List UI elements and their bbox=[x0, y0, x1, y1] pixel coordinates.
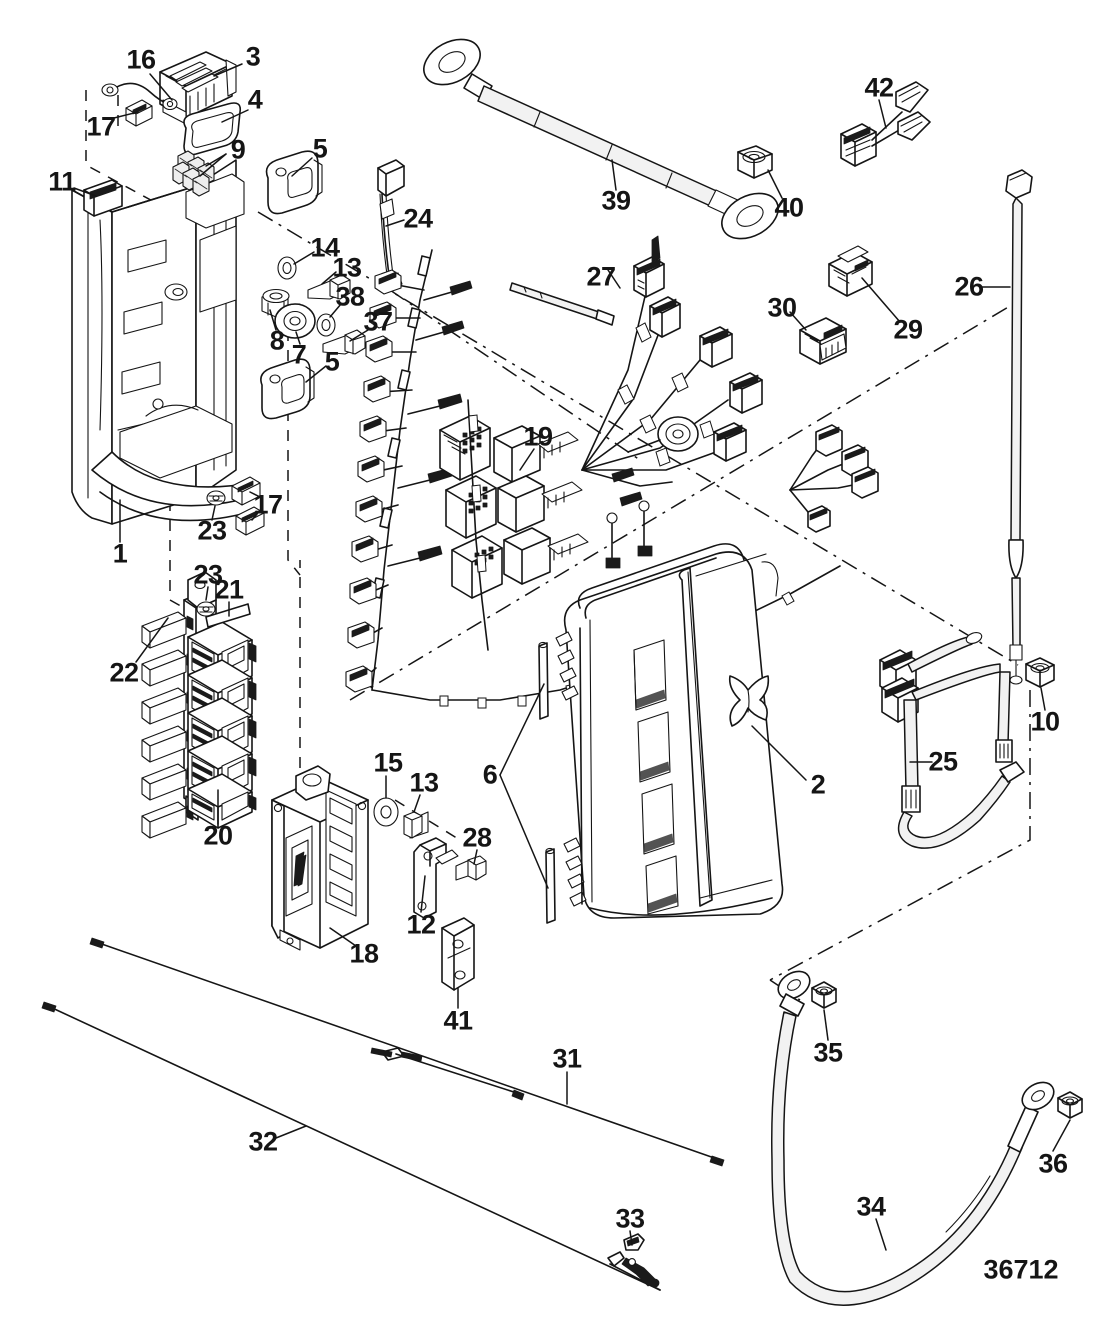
part-42-jumper-harness bbox=[840, 81, 931, 167]
part-23-push-nut-upper bbox=[206, 490, 226, 506]
part-18-ecm-module bbox=[271, 765, 369, 951]
callout-26: 26 bbox=[954, 271, 984, 302]
callout-10: 10 bbox=[1030, 706, 1060, 737]
callout-34: 34 bbox=[856, 1191, 886, 1222]
leader-lines bbox=[73, 63, 1071, 1251]
callout-14: 14 bbox=[310, 232, 340, 263]
callout-8: 8 bbox=[269, 325, 285, 356]
part-25-solenoid-lead bbox=[879, 632, 1025, 849]
part-6-hinge-pin-lower bbox=[545, 847, 556, 924]
callout-13a: 13 bbox=[332, 252, 362, 283]
part-28-screw bbox=[455, 855, 487, 881]
part-9-terminal-pins bbox=[172, 150, 215, 197]
callout-6: 6 bbox=[482, 759, 498, 790]
part-33-cable-clip bbox=[607, 1233, 660, 1288]
callout-37: 37 bbox=[363, 306, 393, 337]
callout-22: 22 bbox=[109, 657, 139, 688]
part-27-long-screw bbox=[509, 282, 615, 326]
callout-3: 3 bbox=[245, 41, 261, 72]
callout-24: 24 bbox=[403, 203, 433, 234]
part-37-bolt bbox=[322, 329, 366, 355]
part-29-connector-latch bbox=[828, 245, 873, 297]
callout-11: 11 bbox=[48, 166, 76, 197]
callout-16: 16 bbox=[126, 44, 156, 75]
callout-5b: 5 bbox=[324, 346, 340, 377]
part-10-hex-nut bbox=[1025, 657, 1055, 688]
part-23-push-nut-lower bbox=[196, 601, 216, 617]
callout-39: 39 bbox=[601, 185, 631, 216]
part-7-isolation-mount bbox=[274, 303, 316, 339]
part-16-ground-lead bbox=[101, 82, 178, 111]
callout-19: 19 bbox=[523, 421, 553, 452]
drawing-number: 36712 bbox=[983, 1254, 1059, 1285]
callout-5a: 5 bbox=[312, 133, 328, 164]
part-34-battery-cable-negative bbox=[771, 970, 1055, 1306]
callout-7: 7 bbox=[291, 339, 307, 370]
callout-21: 21 bbox=[214, 574, 244, 605]
callout-36: 36 bbox=[1038, 1148, 1068, 1179]
callout-27: 27 bbox=[586, 261, 616, 292]
part-30-connector-housing bbox=[799, 317, 847, 365]
callout-23b: 23 bbox=[193, 559, 223, 590]
part-36-hex-nut bbox=[1057, 1091, 1083, 1119]
callout-29: 29 bbox=[893, 314, 923, 345]
callout-31: 31 bbox=[552, 1043, 582, 1074]
callout-35: 35 bbox=[813, 1037, 843, 1068]
callout-17a: 17 bbox=[86, 111, 116, 142]
callout-13b: 13 bbox=[409, 767, 439, 798]
callout-1: 1 bbox=[112, 538, 128, 569]
harness-connector-stack bbox=[439, 415, 491, 481]
callout-17b: 17 bbox=[253, 489, 283, 520]
callout-33: 33 bbox=[615, 1203, 645, 1234]
callout-4: 4 bbox=[247, 84, 263, 115]
callout-38: 38 bbox=[335, 281, 365, 312]
part-41-ground-strap-plate bbox=[441, 917, 475, 991]
part-15-washer bbox=[373, 797, 399, 827]
callout-12: 12 bbox=[406, 909, 436, 940]
part-31-long-lead bbox=[89, 937, 725, 1167]
part-13-bolt-upper bbox=[307, 274, 351, 300]
callout-42: 42 bbox=[864, 72, 894, 103]
callout-20: 20 bbox=[203, 820, 233, 851]
part-6-hinge-pin-upper bbox=[538, 641, 549, 720]
part-2-engine-cowl-cover bbox=[555, 543, 784, 919]
callout-41: 41 bbox=[443, 1005, 473, 1036]
part-14-washer bbox=[277, 256, 297, 280]
part-21-label-strip bbox=[205, 603, 251, 628]
part-5-cover-plate-lower bbox=[260, 358, 315, 420]
callout-30: 30 bbox=[767, 292, 797, 323]
part-17-cable-clamp-upper bbox=[125, 99, 153, 127]
part-19-engine-wiring-harness bbox=[345, 235, 879, 709]
part-13-bolt-lower bbox=[403, 811, 429, 839]
callout-9: 9 bbox=[230, 134, 246, 165]
part-17-cable-clamp-lower-a bbox=[231, 476, 261, 506]
harness-round-bulkhead-connector bbox=[627, 416, 699, 453]
part-38-washer bbox=[316, 313, 336, 337]
callout-28: 28 bbox=[462, 822, 492, 853]
part-4-gasket-seal bbox=[183, 102, 242, 156]
part-35-hex-nut bbox=[811, 981, 837, 1009]
callout-25: 25 bbox=[928, 746, 958, 777]
callout-18: 18 bbox=[349, 938, 379, 969]
part-26-trim-sender-lead bbox=[1005, 169, 1033, 685]
brand-logo-icon bbox=[728, 675, 770, 727]
callout-40: 40 bbox=[774, 192, 804, 223]
callout-32: 32 bbox=[248, 1126, 278, 1157]
callout-15: 15 bbox=[373, 747, 403, 778]
part-40-hex-nut bbox=[737, 145, 773, 179]
part-12-mounting-bracket bbox=[413, 837, 459, 919]
callout-2: 2 bbox=[810, 769, 826, 800]
callout-23a: 23 bbox=[197, 515, 227, 546]
part-39-battery-cable bbox=[423, 38, 779, 240]
part-20-relay-bank bbox=[187, 621, 257, 829]
